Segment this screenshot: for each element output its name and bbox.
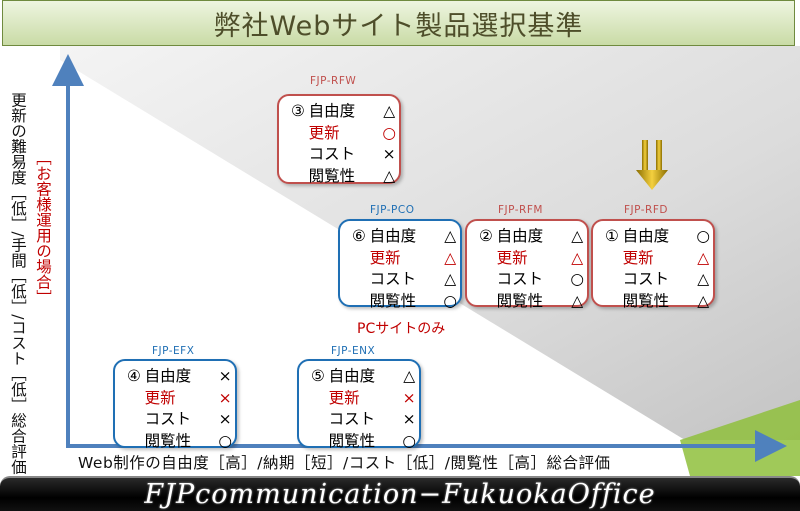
criterion-label: 更新	[328, 388, 360, 407]
rating: ○	[443, 291, 457, 310]
criterion-label: 閲覧性	[308, 166, 356, 185]
rating: △	[383, 166, 396, 185]
title-bar: 弊社Webサイト製品選択基準	[2, 0, 795, 46]
product-number: ④	[127, 367, 141, 385]
criterion-label: コスト	[369, 270, 417, 288]
rating: △	[571, 248, 584, 267]
rating: ○	[382, 123, 396, 142]
down-arrow-icon	[636, 140, 668, 190]
rating: △	[444, 270, 457, 288]
criterion-label: コスト	[144, 410, 192, 428]
product-number: ⑥	[352, 227, 366, 245]
rating: △	[444, 248, 457, 267]
x-axis-label: Web制作の自由度［高］/納期［短］/コスト［低］/閲覧性［高］総合評価	[78, 454, 611, 472]
criterion-label: コスト	[622, 270, 670, 288]
product-tag-pco: FJP-PCO	[370, 204, 415, 216]
rating: ×	[218, 410, 232, 428]
rating: △	[697, 270, 710, 288]
criterion-label: 自由度	[328, 367, 376, 385]
criterion-label: 閲覧性	[144, 431, 192, 450]
criterion-label: 自由度	[308, 102, 356, 120]
criterion-label: 自由度	[496, 227, 544, 245]
rating: △	[571, 227, 584, 245]
criterion-label: 閲覧性	[496, 291, 544, 310]
rating: ×	[402, 388, 416, 407]
y-axis-label: 更新の難易度［低］/手間［低］/コスト［低］総合評価	[9, 92, 27, 475]
rating: ×	[382, 145, 396, 163]
criterion-label: 閲覧性	[328, 431, 376, 450]
product-tag-rfd: FJP-RFD	[624, 204, 668, 216]
product-number: ①	[605, 227, 619, 245]
rating: ○	[402, 431, 416, 450]
product-number: ②	[479, 227, 493, 245]
criterion-label: コスト	[308, 145, 356, 163]
rating: ×	[402, 410, 416, 428]
rating: ×	[218, 367, 232, 385]
footer-text: FJPcommunication−FukuokaOffice	[144, 479, 656, 510]
rating: ○	[218, 431, 232, 450]
rating: △	[444, 227, 457, 245]
rating: △	[571, 291, 584, 310]
product-tag-rfw: FJP-RFW	[310, 75, 357, 87]
criterion-label: 閲覧性	[622, 291, 670, 310]
criterion-label: 更新	[369, 248, 401, 267]
y-axis-sublabel: ［お客様運用の場合］	[34, 150, 52, 305]
criterion-label: 閲覧性	[369, 291, 417, 310]
criterion-label: 更新	[622, 248, 654, 267]
page-title: 弊社Webサイト製品選択基準	[213, 10, 584, 42]
criterion-label: 更新	[308, 123, 340, 142]
product-tag-efx: FJP-EFX	[152, 345, 195, 357]
rating: △	[697, 291, 710, 310]
rating: △	[403, 367, 416, 385]
criterion-label: 自由度	[369, 227, 417, 245]
pc-only-note: PCサイトのみ	[357, 321, 446, 337]
product-number: ⑤	[311, 367, 325, 385]
rating: ○	[696, 227, 710, 245]
criterion-label: 更新	[144, 388, 176, 407]
product-tag-enx: FJP-ENX	[331, 345, 376, 357]
rating: △	[697, 248, 710, 267]
criterion-label: 自由度	[622, 227, 670, 245]
criterion-label: コスト	[328, 410, 376, 428]
footer-banner: FJPcommunication−FukuokaOffice	[0, 476, 800, 511]
criterion-label: 更新	[496, 248, 528, 267]
product-tag-rfm: FJP-RFM	[498, 204, 543, 216]
product-number: ③	[291, 102, 305, 120]
criterion-label: コスト	[496, 270, 544, 288]
rating: △	[383, 102, 396, 120]
criterion-label: 自由度	[144, 367, 192, 385]
rating: ×	[218, 388, 232, 407]
rating: ○	[570, 270, 584, 288]
